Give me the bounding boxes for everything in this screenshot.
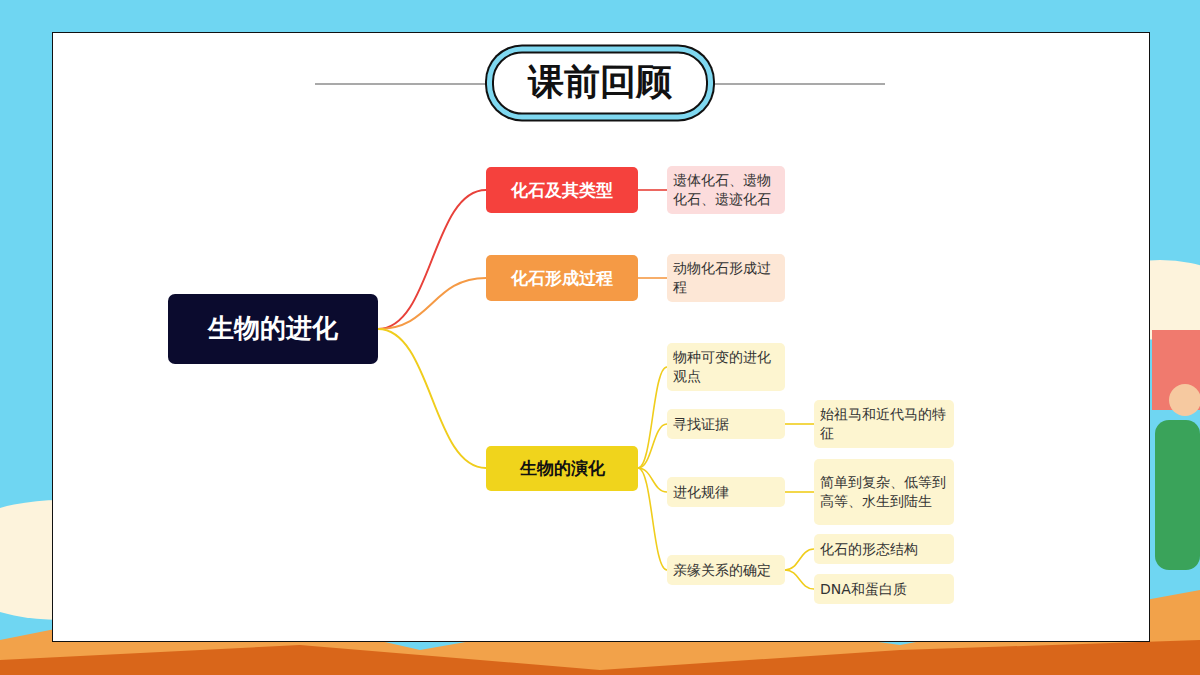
node-label: 进化规律 xyxy=(673,483,779,502)
mindmap-branch xyxy=(785,491,814,493)
mindmap-branch xyxy=(638,468,667,570)
mindmap-branch xyxy=(785,549,814,570)
node-label: 简单到复杂、低等到高等、水生到陆生 xyxy=(820,473,948,511)
node-label: 寻找证据 xyxy=(673,415,779,434)
mindmap-branch xyxy=(638,468,667,492)
leaf-box: DNA和蛋白质 xyxy=(814,574,954,604)
mindmap-branch xyxy=(638,277,667,279)
node-label: 化石的形态结构 xyxy=(820,540,948,559)
node-label: DNA和蛋白质 xyxy=(820,580,948,599)
node-label: 始祖马和近代马的特征 xyxy=(820,405,948,443)
leaf-box: 动物化石形成过程 xyxy=(667,254,785,302)
leaf-box: 遗体化石、遗物化石、遗迹化石 xyxy=(667,166,785,214)
branch-box: 生物的演化 xyxy=(486,446,638,491)
node-label: 亲缘关系的确定 xyxy=(673,561,779,580)
figure-body xyxy=(1155,420,1200,570)
branch-box: 化石及其类型 xyxy=(486,167,638,213)
branch-box: 化石形成过程 xyxy=(486,255,638,301)
mindmap-branch xyxy=(638,424,667,468)
mindmap-branch xyxy=(638,367,667,468)
title-pill: 课前回顾 xyxy=(492,52,708,115)
mindmap-branch xyxy=(378,278,486,329)
node-label: 动物化石形成过程 xyxy=(673,259,779,297)
ground-shade xyxy=(0,640,1200,675)
leaf-box: 始祖马和近代马的特征 xyxy=(814,400,954,448)
mindmap-branch xyxy=(638,189,667,191)
mindmap-branch xyxy=(378,190,486,329)
mindmap-branch xyxy=(785,570,814,589)
root-box: 生物的进化 xyxy=(168,294,378,364)
leaf-box: 亲缘关系的确定 xyxy=(667,555,785,585)
leaf-box: 化石的形态结构 xyxy=(814,534,954,564)
node-label: 生物的进化 xyxy=(182,311,364,346)
leaf-box: 物种可变的进化观点 xyxy=(667,343,785,391)
leaf-box: 进化规律 xyxy=(667,477,785,507)
node-label: 生物的演化 xyxy=(496,457,628,480)
node-label: 化石及其类型 xyxy=(496,179,628,202)
mindmap-branch xyxy=(785,423,814,425)
leaf-box: 寻找证据 xyxy=(667,409,785,439)
node-label: 化石形成过程 xyxy=(496,267,628,290)
mindmap-branch xyxy=(378,329,486,468)
leaf-box: 简单到复杂、低等到高等、水生到陆生 xyxy=(814,459,954,525)
figure-head xyxy=(1169,384,1200,416)
node-label: 遗体化石、遗物化石、遗迹化石 xyxy=(673,171,779,209)
node-label: 物种可变的进化观点 xyxy=(673,348,779,386)
